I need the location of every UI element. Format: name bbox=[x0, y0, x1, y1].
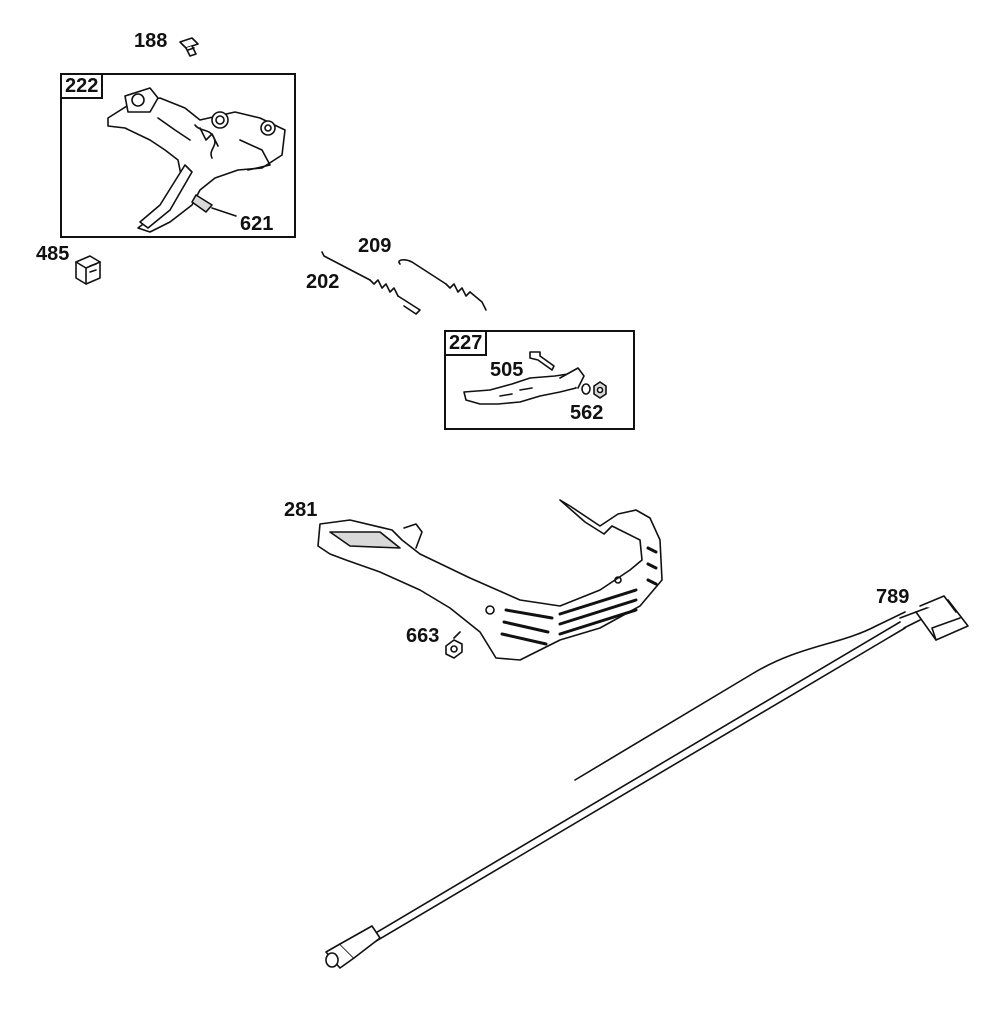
callout-281[interactable]: 281 bbox=[284, 499, 318, 521]
group-tag-227: 227 bbox=[444, 330, 488, 356]
callout-209[interactable]: 209 bbox=[358, 235, 392, 257]
callout-663[interactable]: 663 bbox=[406, 625, 440, 647]
bracket-icon[interactable] bbox=[317, 499, 663, 661]
group-tag-222: 222 bbox=[60, 73, 104, 99]
callout-789[interactable]: 789 bbox=[876, 586, 910, 608]
callout-202[interactable]: 202 bbox=[306, 271, 340, 293]
group-box-227: 227 bbox=[444, 330, 635, 430]
callout-505[interactable]: 505 bbox=[490, 359, 524, 381]
governor-control-icon[interactable] bbox=[107, 87, 286, 233]
spring-icon[interactable] bbox=[321, 251, 421, 315]
screw-icon[interactable] bbox=[445, 631, 463, 659]
callout-188[interactable]: 188 bbox=[134, 30, 168, 52]
group-box-222: 222 bbox=[60, 73, 296, 238]
lever-icon[interactable] bbox=[463, 351, 607, 405]
bolt-icon[interactable] bbox=[179, 37, 199, 57]
spring-icon[interactable] bbox=[398, 259, 487, 311]
clip-icon[interactable] bbox=[75, 255, 101, 285]
callout-562[interactable]: 562 bbox=[570, 402, 604, 424]
cable-icon[interactable] bbox=[325, 595, 969, 969]
callout-485[interactable]: 485 bbox=[36, 243, 70, 265]
callout-621[interactable]: 621 bbox=[240, 213, 274, 235]
